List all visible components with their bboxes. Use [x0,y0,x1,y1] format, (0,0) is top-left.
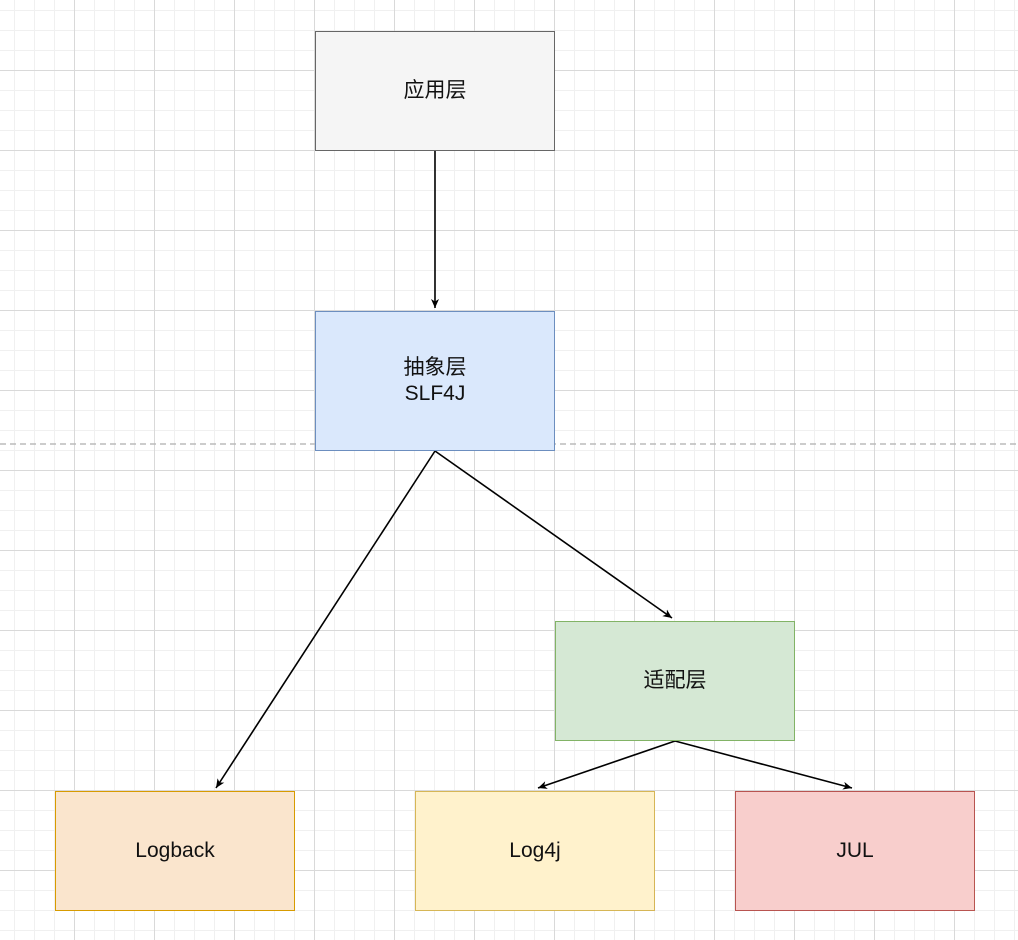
node-abstraction-sublabel: SLF4J [404,382,466,405]
node-adapter-layer[interactable]: 适配层 [555,621,795,741]
node-abstraction-label: 抽象层 [403,356,467,379]
node-application-label: 应用层 [403,79,467,102]
edge-adapter-to-jul [674,740,853,790]
node-log4j[interactable]: Log4j [415,791,655,911]
node-logback[interactable]: Logback [55,791,295,911]
edge-abstraction-to-logback [215,450,436,789]
node-jul-label: JUL [836,839,874,862]
node-logback-label: Logback [135,839,215,862]
node-application-layer[interactable]: 应用层 [315,31,555,151]
edge-abstraction-to-adapter [434,450,673,619]
edge-adapter-to-log4j [537,740,676,789]
node-adapter-label: 适配层 [643,669,707,692]
node-log4j-label: Log4j [509,839,561,862]
node-abstraction-layer[interactable]: 抽象层 SLF4J [315,311,555,451]
node-jul[interactable]: JUL [735,791,975,911]
